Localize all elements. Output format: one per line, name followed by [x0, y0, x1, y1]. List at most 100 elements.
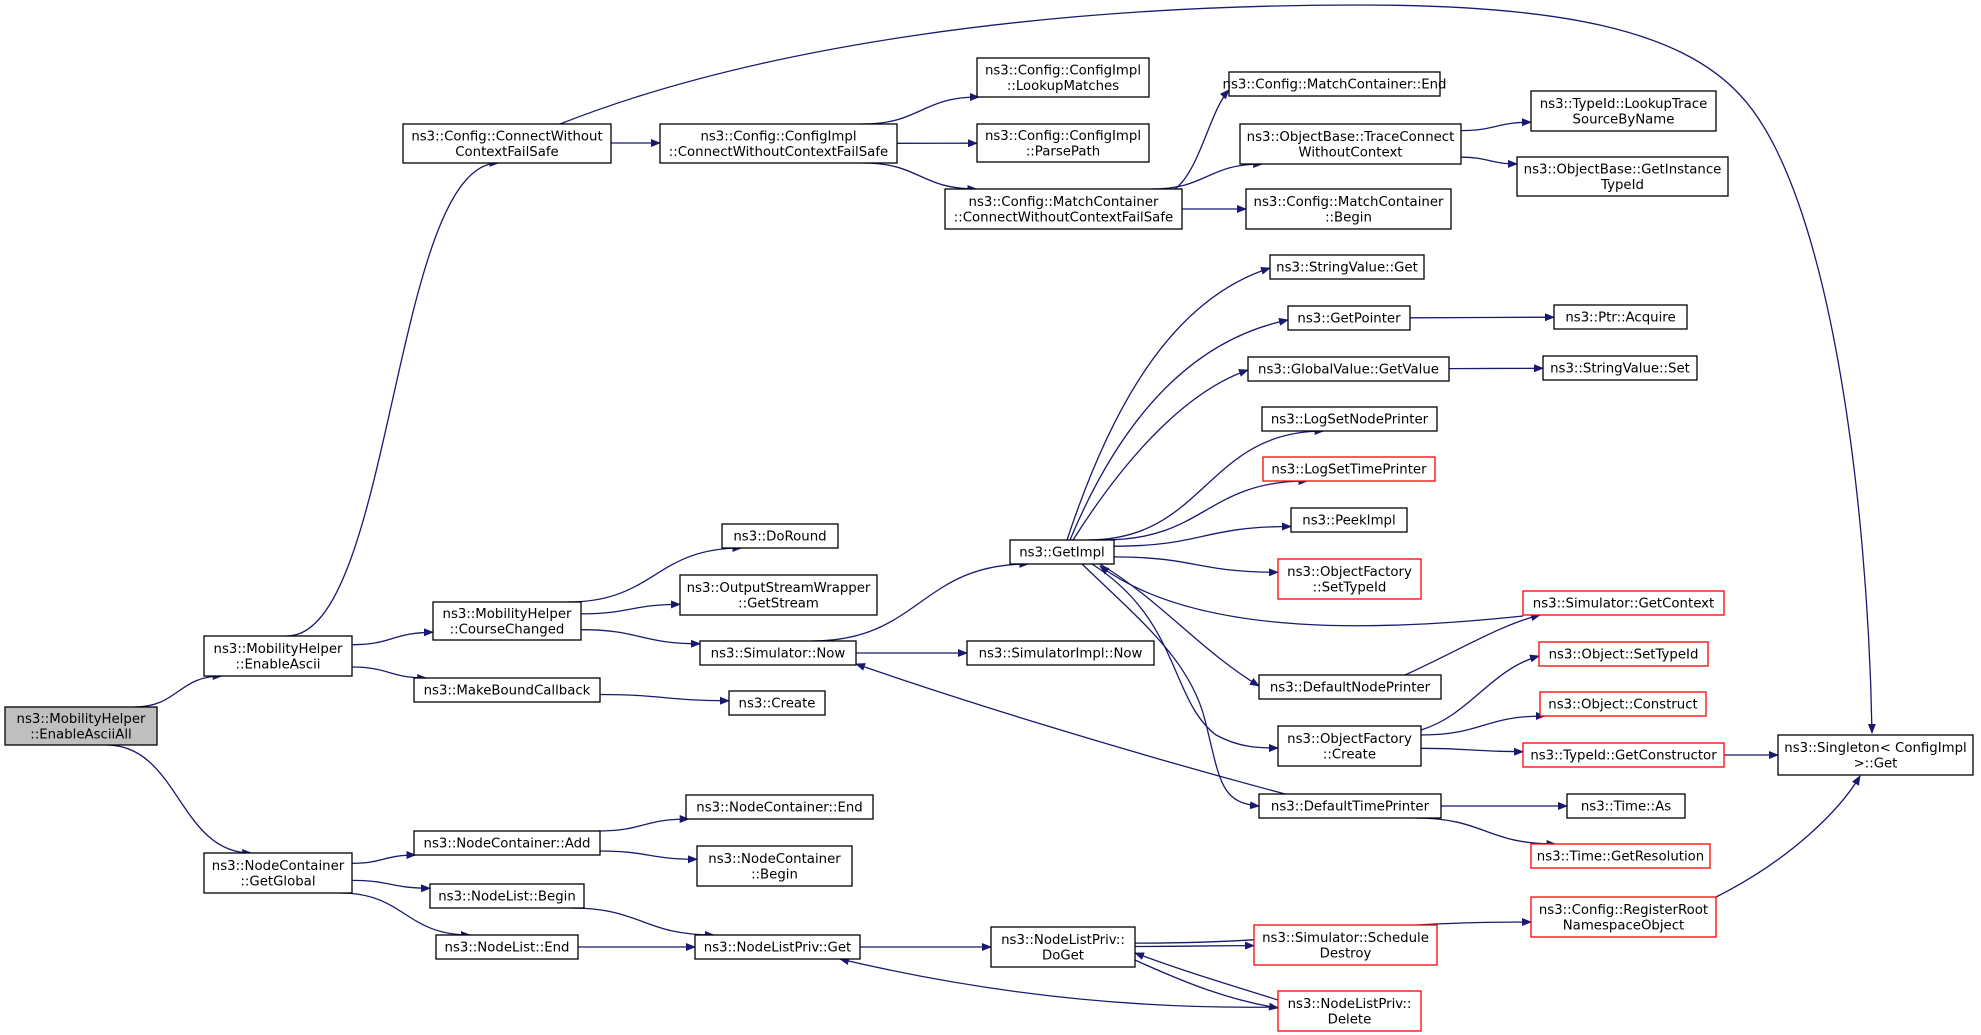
node-box[interactable] — [1277, 725, 1422, 767]
node-box[interactable] — [1566, 793, 1686, 819]
node-nodeContainerEnd[interactable]: ns3::NodeContainer::End — [685, 794, 874, 820]
node-box[interactable] — [1553, 304, 1688, 330]
node-nodeListBegin[interactable]: ns3::NodeList::Begin — [429, 883, 585, 909]
node-makeBoundCallback[interactable]: ns3::MakeBoundCallback — [413, 677, 601, 703]
node-getConstructor[interactable]: ns3::TypeId::GetConstructor — [1522, 742, 1725, 768]
node-matchContainerConnect[interactable]: ns3::Config::MatchContainer::ConnectWith… — [944, 188, 1183, 230]
node-box[interactable] — [1253, 924, 1438, 966]
node-logSetTimePrinter[interactable]: ns3::LogSetTimePrinter — [1262, 456, 1436, 482]
node-box[interactable] — [944, 188, 1183, 230]
node-box[interactable] — [432, 601, 582, 641]
node-stringValueGet[interactable]: ns3::StringValue::Get — [1269, 254, 1425, 280]
node-box[interactable] — [1542, 355, 1698, 381]
node-ptrAcquire[interactable]: ns3::Ptr::Acquire — [1553, 304, 1688, 330]
node-courseChanged[interactable]: ns3::MobilityHelper::CourseChanged — [432, 601, 582, 641]
node-enableAscii[interactable]: ns3::MobilityHelper::EnableAscii — [203, 635, 353, 677]
node-simulatorImplNow[interactable]: ns3::SimulatorImpl::Now — [966, 640, 1155, 666]
node-simulatorGetContext[interactable]: ns3::Simulator::GetContext — [1522, 590, 1725, 616]
node-box[interactable] — [685, 794, 874, 820]
node-doRound[interactable]: ns3::DoRound — [721, 523, 839, 549]
node-box[interactable] — [4, 706, 158, 746]
node-timeAs[interactable]: ns3::Time::As — [1566, 793, 1686, 819]
node-lookupMatches[interactable]: ns3::Config::ConfigImpl::LookupMatches — [976, 57, 1150, 98]
node-box[interactable] — [679, 574, 878, 616]
node-box[interactable] — [1530, 843, 1711, 869]
node-box[interactable] — [1277, 990, 1422, 1032]
node-box[interactable] — [1269, 254, 1425, 280]
node-box[interactable] — [435, 934, 579, 960]
node-box[interactable] — [1239, 123, 1462, 165]
node-defaultNodePrinter[interactable]: ns3::DefaultNodePrinter — [1258, 674, 1442, 700]
node-matchContainerEnd[interactable]: ns3::Config::MatchContainer::End — [1223, 71, 1447, 97]
node-box[interactable] — [402, 123, 612, 164]
node-objectFactoryCreate[interactable]: ns3::ObjectFactory::Create — [1277, 725, 1422, 767]
node-box[interactable] — [1538, 641, 1709, 667]
node-box[interactable] — [696, 845, 853, 887]
node-singletonGet[interactable]: ns3::Singleton< ConfigImpl >::Get — [1777, 734, 1974, 776]
node-box[interactable] — [659, 123, 898, 164]
node-box[interactable] — [966, 640, 1155, 666]
node-stringValueSet[interactable]: ns3::StringValue::Set — [1542, 355, 1698, 381]
node-configImplConnect[interactable]: ns3::Config::ConfigImpl::ConnectWithoutC… — [659, 123, 898, 164]
node-box[interactable] — [1522, 742, 1725, 768]
node-peekImpl[interactable]: ns3::PeekImpl — [1290, 507, 1408, 533]
node-defaultTimePrinter[interactable]: ns3::DefaultTimePrinter — [1258, 793, 1442, 819]
node-traceConnect[interactable]: ns3::ObjectBase::TraceConnectWithoutCont… — [1239, 123, 1462, 165]
node-box[interactable] — [1009, 539, 1115, 565]
node-box[interactable] — [1287, 305, 1411, 331]
node-box[interactable] — [694, 934, 861, 960]
node-box[interactable] — [728, 690, 826, 716]
node-box[interactable] — [1539, 691, 1707, 717]
node-box[interactable] — [721, 523, 839, 549]
node-enableAsciiAll[interactable]: ns3::MobilityHelper::EnableAsciiAll — [4, 706, 158, 746]
node-box[interactable] — [203, 852, 353, 894]
node-box[interactable] — [1516, 156, 1729, 197]
node-objectFactorySetTypeId[interactable]: ns3::ObjectFactory::SetTypeId — [1277, 558, 1422, 600]
node-getStream[interactable]: ns3::OutputStreamWrapper::GetStream — [679, 574, 878, 616]
node-timeGetResolution[interactable]: ns3::Time::GetResolution — [1530, 843, 1711, 869]
node-simulatorNow[interactable]: ns3::Simulator::Now — [699, 640, 857, 666]
node-box[interactable] — [413, 677, 601, 703]
node-box[interactable] — [1228, 71, 1441, 97]
node-box[interactable] — [203, 635, 353, 677]
node-nodeListEnd[interactable]: ns3::NodeList::End — [435, 934, 579, 960]
node-nodeListPrivDoGet[interactable]: ns3::NodeListPriv::DoGet — [990, 926, 1136, 968]
node-box[interactable] — [976, 57, 1150, 98]
node-box[interactable] — [1530, 90, 1717, 132]
node-nodeContainerAdd[interactable]: ns3::NodeContainer::Add — [413, 830, 601, 856]
node-nodeContainerBegin[interactable]: ns3::NodeContainer::Begin — [696, 845, 853, 887]
node-box[interactable] — [990, 926, 1136, 968]
node-box[interactable] — [1530, 896, 1717, 938]
node-nodeContainerGetGlobal[interactable]: ns3::NodeContainer::GetGlobal — [203, 852, 353, 894]
node-box[interactable] — [1277, 558, 1422, 600]
node-getImpl[interactable]: ns3::GetImpl — [1009, 539, 1115, 565]
node-box[interactable] — [1245, 188, 1452, 230]
node-box[interactable] — [429, 883, 585, 909]
node-getPointer[interactable]: ns3::GetPointer — [1287, 305, 1411, 331]
node-globalValueGetValue[interactable]: ns3::GlobalValue::GetValue — [1247, 356, 1450, 382]
node-logSetNodePrinter[interactable]: ns3::LogSetNodePrinter — [1261, 406, 1438, 432]
node-box[interactable] — [1522, 590, 1725, 616]
node-box[interactable] — [413, 830, 601, 856]
node-box[interactable] — [976, 123, 1150, 163]
node-nodeListPrivDelete[interactable]: ns3::NodeListPriv::Delete — [1277, 990, 1422, 1032]
node-box[interactable] — [1290, 507, 1408, 533]
node-box[interactable] — [1262, 456, 1436, 482]
node-box[interactable] — [1258, 674, 1442, 700]
node-create[interactable]: ns3::Create — [728, 690, 826, 716]
node-parsePath[interactable]: ns3::Config::ConfigImpl::ParsePath — [976, 123, 1150, 163]
node-objectConstruct[interactable]: ns3::Object::Construct — [1539, 691, 1707, 717]
node-box[interactable] — [699, 640, 857, 666]
node-box[interactable] — [1258, 793, 1442, 819]
node-connectWithoutContextFailSafe[interactable]: ns3::Config::ConnectWithoutContextFailSa… — [402, 123, 612, 164]
node-box[interactable] — [1777, 734, 1974, 776]
node-box[interactable] — [1261, 406, 1438, 432]
node-matchContainerBegin[interactable]: ns3::Config::MatchContainer::Begin — [1245, 188, 1452, 230]
node-box[interactable] — [1247, 356, 1450, 382]
node-nodeListPrivGet[interactable]: ns3::NodeListPriv::Get — [694, 934, 861, 960]
node-objectSetTypeId[interactable]: ns3::Object::SetTypeId — [1538, 641, 1709, 667]
